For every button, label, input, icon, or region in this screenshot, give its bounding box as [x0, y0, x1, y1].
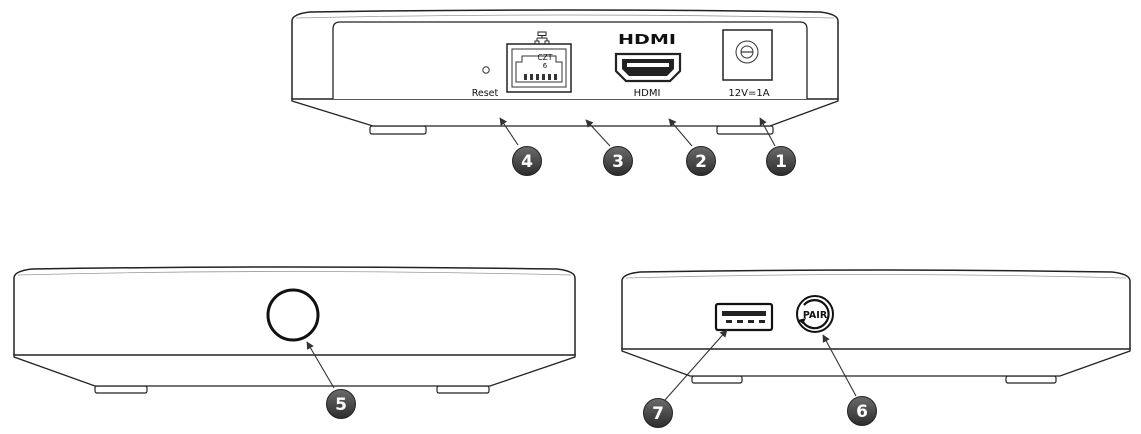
pair-label: PAIR: [803, 310, 828, 321]
power-label: 12V=1A: [728, 88, 769, 99]
leader-4: [499, 117, 519, 146]
front-foot-right: [436, 385, 490, 394]
callout-badge-7: 7: [643, 398, 673, 428]
callout-badge-4: 4: [512, 146, 542, 176]
ethernet-marking-bottom: 6: [543, 62, 548, 70]
leader-2: [668, 118, 693, 147]
rear-view: Reset CZT 6 HDMI: [291, 9, 839, 176]
callout-badge-5: 5: [326, 389, 356, 419]
leader-1: [759, 117, 776, 147]
callout-number-6: 6: [856, 402, 868, 422]
side-body: [621, 269, 1131, 350]
callout-badge-1: 1: [766, 146, 796, 176]
pair-button: [796, 295, 834, 333]
callout-badge-6: 6: [847, 396, 877, 426]
rear-base: [291, 97, 839, 127]
side-foot-right: [1005, 375, 1057, 384]
power-jack: [722, 29, 773, 81]
ethernet-marking-top: CZT: [538, 53, 553, 62]
callout-number-1: 1: [775, 152, 787, 172]
rear-foot-left: [369, 125, 427, 135]
hdmi-label: HDMI: [634, 88, 661, 99]
leader-7: [664, 329, 728, 401]
callout-number-2: 2: [695, 152, 707, 172]
ethernet-port: [506, 43, 572, 93]
hdmi-port: [614, 52, 682, 83]
side-foot-left: [691, 375, 743, 384]
front-view: 5: [13, 266, 576, 419]
usb-port: [714, 302, 774, 332]
front-base: [13, 353, 576, 387]
callout-badge-3: 3: [603, 146, 633, 176]
leader-5: [306, 341, 335, 389]
callout-badge-2: 2: [686, 146, 716, 176]
callout-number-5: 5: [335, 395, 347, 415]
leader-3: [585, 119, 611, 147]
power-button: [266, 288, 320, 342]
reset-pinhole: [482, 66, 490, 74]
callout-number-7: 7: [652, 404, 664, 424]
reset-label: Reset: [472, 88, 499, 99]
side-view: PAIR 7 6: [621, 269, 1131, 428]
callout-number-3: 3: [612, 152, 624, 172]
hdmi-logo: HDMI: [618, 33, 676, 48]
front-foot-left: [94, 385, 148, 394]
callout-number-4: 4: [521, 152, 533, 172]
leader-6: [822, 334, 857, 397]
